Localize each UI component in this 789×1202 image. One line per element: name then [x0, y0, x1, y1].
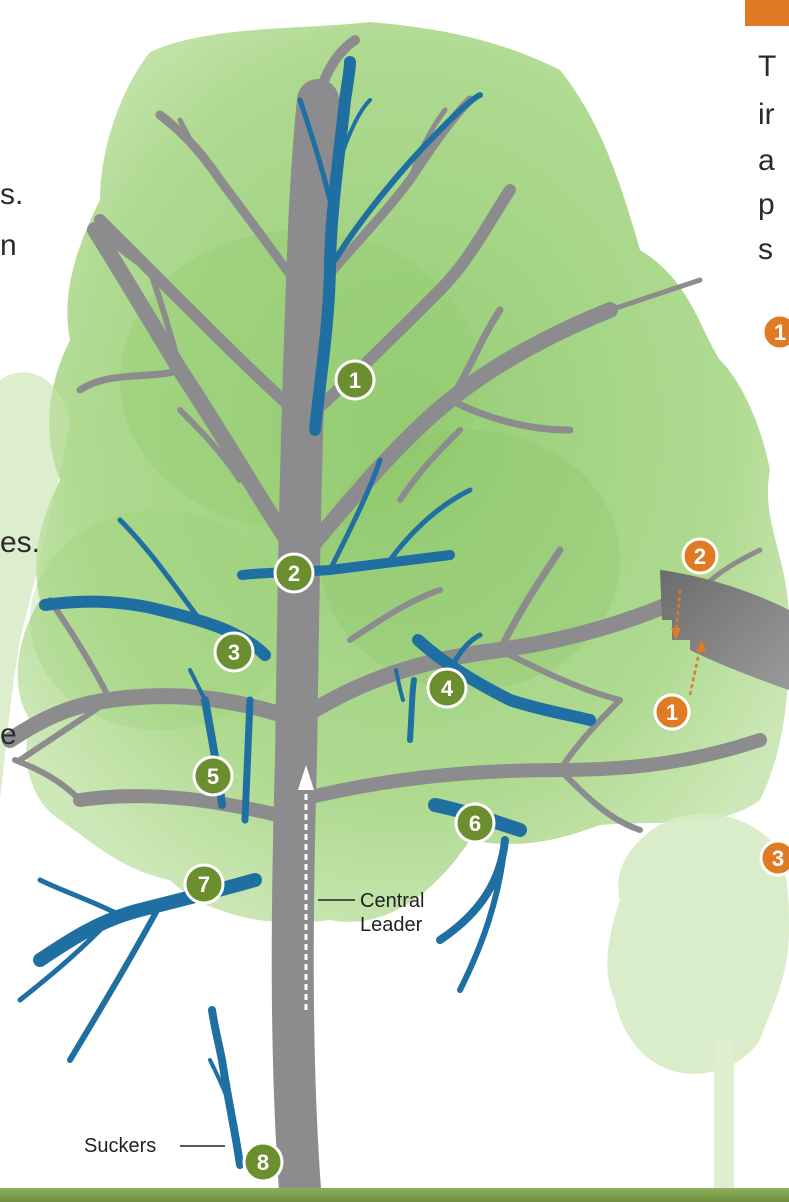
- right-text-fragment-2: ir: [758, 96, 775, 134]
- right-text-fragment-1: T: [758, 48, 776, 86]
- central-leader-label: Central Leader: [360, 889, 424, 937]
- svg-text:3: 3: [228, 640, 240, 665]
- suckers-label: Suckers: [84, 1134, 156, 1158]
- badge-3: 3: [215, 633, 253, 671]
- left-text-fragment-2: n: [0, 227, 17, 265]
- svg-text:2: 2: [694, 544, 706, 569]
- left-text-fragment-1: s.: [0, 176, 23, 214]
- section-header-bar: [745, 0, 789, 26]
- svg-text:4: 4: [441, 676, 454, 701]
- svg-text:5: 5: [207, 764, 219, 789]
- badge-6: 6: [456, 804, 494, 842]
- svg-text:8: 8: [257, 1150, 269, 1175]
- svg-text:6: 6: [469, 811, 481, 836]
- svg-text:7: 7: [198, 872, 210, 897]
- left-text-fragment-4: e: [0, 716, 17, 754]
- badge-2: 2: [275, 554, 313, 592]
- badge-4: 4: [428, 669, 466, 707]
- right-text-fragment-3: a: [758, 142, 775, 180]
- side-badge-3: 3: [761, 841, 789, 875]
- right-text-fragment-4: p: [758, 186, 775, 224]
- svg-text:1: 1: [349, 368, 361, 393]
- side-badge-1-cut: 1: [655, 695, 689, 729]
- svg-text:2: 2: [288, 561, 300, 586]
- svg-text:1: 1: [774, 320, 786, 345]
- side-badge-2: 2: [683, 539, 717, 573]
- svg-text:3: 3: [772, 846, 784, 871]
- central-leader-label-line1: Central: [360, 889, 424, 913]
- svg-text:1: 1: [666, 700, 678, 725]
- central-leader-label-line2: Leader: [360, 913, 424, 937]
- right-text-fragment-5: s: [758, 231, 773, 269]
- ground: [0, 1188, 789, 1202]
- left-text-fragment-3: es.: [0, 524, 40, 562]
- side-badge-1-top: 1: [763, 315, 789, 349]
- badge-7: 7: [185, 865, 223, 903]
- badge-8: 8: [244, 1143, 282, 1181]
- badge-5: 5: [194, 757, 232, 795]
- badge-1: 1: [336, 361, 374, 399]
- background-tree: [607, 814, 789, 1190]
